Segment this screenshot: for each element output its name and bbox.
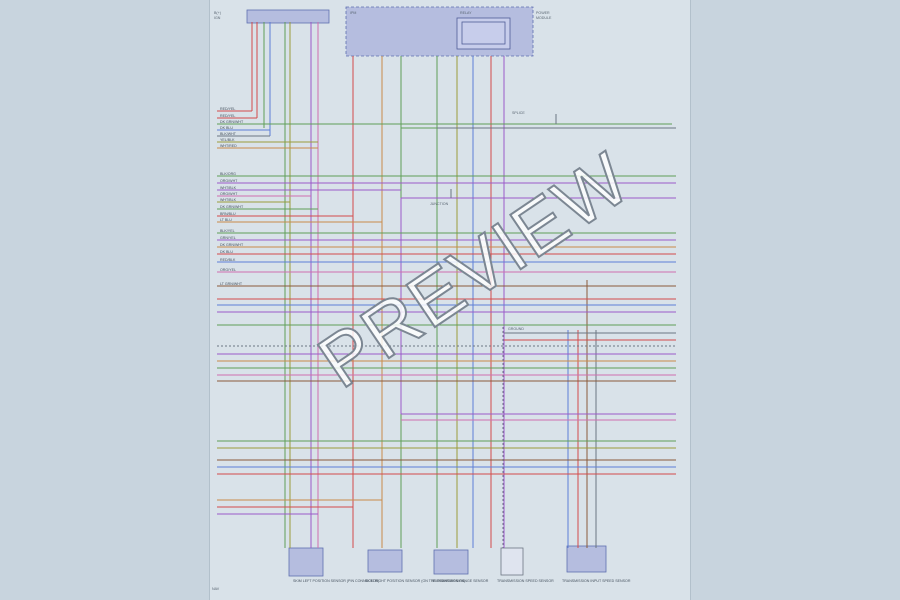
svg-text:DK GRN/WHT: DK GRN/WHT <box>220 205 244 209</box>
svg-text:SKIM RIGHT POSITION SENSOR (ON: SKIM RIGHT POSITION SENSOR (ON THE TRANS… <box>365 579 465 583</box>
svg-text:SKIM LEFT POSITION SENSOR (PIN: SKIM LEFT POSITION SENSOR (PIN CONNECTOR… <box>293 579 379 583</box>
svg-text:DK GRN/WHT: DK GRN/WHT <box>220 243 244 247</box>
bottom-left-text: NAV <box>212 587 220 591</box>
svg-text:DK GRN/WHT: DK GRN/WHT <box>220 120 244 124</box>
svg-text:BRN/BLU: BRN/BLU <box>220 212 236 216</box>
component-2 <box>367 549 403 573</box>
component-4 <box>500 547 524 576</box>
svg-text:DK BLU: DK BLU <box>220 250 233 254</box>
mid-label-3: GROUND <box>508 327 524 331</box>
relay-inner <box>461 21 506 45</box>
svg-text:WHT/RED: WHT/RED <box>220 144 237 148</box>
svg-text:ORG/WHT: ORG/WHT <box>220 179 238 183</box>
top-right-text-1: RELAY <box>460 11 472 15</box>
svg-text:RED/BLK: RED/BLK <box>220 258 236 262</box>
component-5 <box>566 545 607 573</box>
component-3 <box>433 549 469 575</box>
svg-text:BLK/ORG: BLK/ORG <box>220 172 236 176</box>
top-mid-text-1: IPM <box>350 11 356 15</box>
svg-text:ORG/WHT: ORG/WHT <box>220 192 238 196</box>
svg-text:GRN/YEL: GRN/YEL <box>220 236 236 240</box>
svg-text:LT GRN/WHT: LT GRN/WHT <box>220 282 243 286</box>
mid-label-1: SPLICE <box>512 111 525 115</box>
svg-text:YEL/BLK: YEL/BLK <box>220 138 235 142</box>
svg-text:TRANSMISSION RANGE SENSOR: TRANSMISSION RANGE SENSOR <box>431 579 489 583</box>
svg-text:RED/YEL: RED/YEL <box>220 114 235 118</box>
svg-text:BLK/YEL: BLK/YEL <box>220 229 235 233</box>
top-left-text-2: IGN <box>214 16 221 20</box>
svg-text:LT BLU: LT BLU <box>220 218 232 222</box>
top-far-right-text-1: POWER <box>536 11 550 15</box>
component-1 <box>288 547 324 577</box>
svg-text:RED/YEL: RED/YEL <box>220 107 235 111</box>
svg-text:ORG/YEL: ORG/YEL <box>220 268 236 272</box>
mid-label-2: JUNCTION <box>430 202 449 206</box>
svg-text:TRANSMISSION SPEED SENSOR: TRANSMISSION SPEED SENSOR <box>497 579 554 583</box>
top-left-text-1: B(+) <box>214 11 221 15</box>
svg-text:WHT/BLK: WHT/BLK <box>220 186 237 190</box>
svg-text:TRANSMISSION INPUT SPEED SENSO: TRANSMISSION INPUT SPEED SENSOR <box>562 579 631 583</box>
svg-text:WHT/BLK: WHT/BLK <box>220 198 237 202</box>
svg-text:BLK/WHT: BLK/WHT <box>220 132 237 136</box>
top-far-right-text-2: MODULE <box>536 16 552 20</box>
top-left-module <box>246 9 330 24</box>
svg-text:DK BLU: DK BLU <box>220 126 233 130</box>
